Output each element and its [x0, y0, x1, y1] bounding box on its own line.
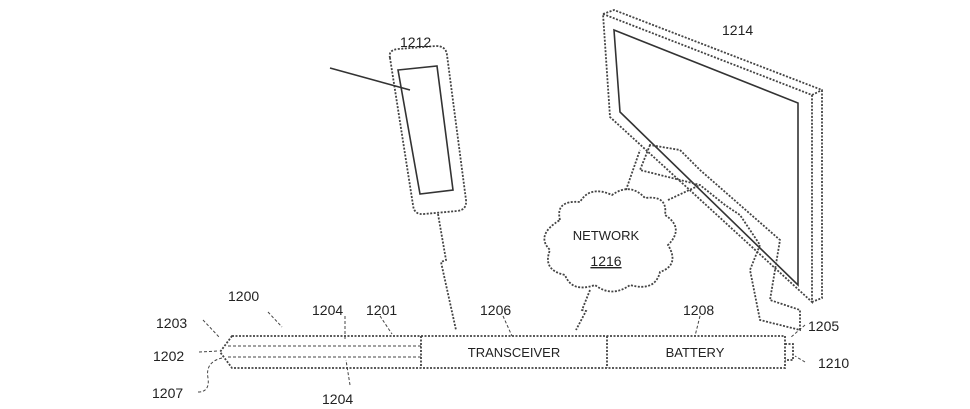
ref-1201: 1201	[366, 302, 397, 318]
battery-ref: 1208	[683, 302, 714, 318]
transceiver-ref: 1206	[480, 302, 511, 318]
ref-1204-top: 1204	[312, 302, 343, 318]
ref-1202: 1202	[153, 348, 184, 364]
wireless-link-network	[575, 289, 591, 331]
stylus-end-cap	[785, 343, 794, 361]
leader-lines	[197, 311, 806, 393]
stylus-ref: 1200	[228, 288, 259, 304]
ref-1205: 1205	[808, 318, 839, 334]
stylus-body	[218, 335, 794, 369]
display-device	[602, 9, 823, 332]
transceiver-label: TRANSCEIVER	[468, 345, 560, 360]
ref-1207: 1207	[152, 385, 183, 401]
network-cloud	[543, 188, 677, 331]
tablet-ref: 1212	[400, 34, 431, 50]
ref-1204-bottom: 1204	[322, 391, 353, 407]
ref-1210: 1210	[818, 355, 849, 371]
tablet-device	[329, 45, 467, 331]
wireless-link-tablet	[437, 213, 457, 331]
network-label: NETWORK	[573, 228, 640, 243]
ref-1203: 1203	[156, 315, 187, 331]
network-ref: 1216	[590, 253, 621, 269]
display-ref: 1214	[722, 22, 753, 38]
stylus-pointer-line	[329, 67, 411, 91]
battery-label: BATTERY	[666, 345, 725, 360]
